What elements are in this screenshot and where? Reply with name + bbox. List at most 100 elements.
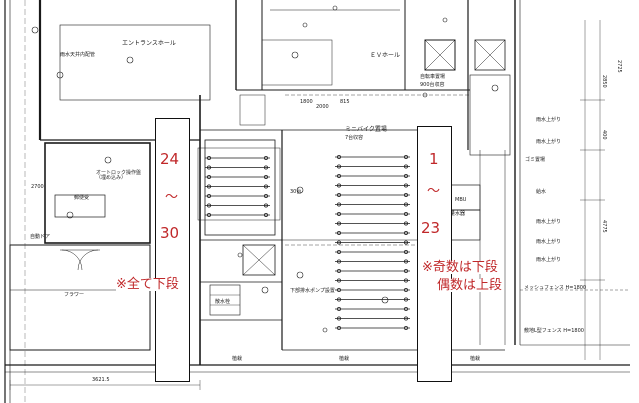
bike-rack-left-wheel [207, 184, 211, 189]
bike-rack-left-wheel [264, 194, 268, 198]
bike-rack-right-upper-wheel [404, 193, 408, 197]
bike-rack-right-lower-wheel [337, 269, 341, 273]
autodoor-label: 自動ドア [30, 234, 51, 240]
bike-rack-right-upper-wheel [337, 174, 341, 178]
bike-rack-right-upper-wheel [337, 231, 341, 235]
bike-rack-right-upper-wheel [404, 183, 408, 188]
bike-count-note-label: 900台収容 [420, 82, 445, 88]
dim-2850-label: 2850 [601, 75, 607, 88]
mbu-label: MBU [455, 197, 467, 203]
bike-rack-left-wheel [207, 156, 211, 160]
bike-rack-left-wheel [264, 156, 268, 160]
planting-mid-label: 植栽 [339, 356, 350, 362]
bike-rack-right-upper-wheel [337, 155, 341, 159]
bike-rack-right-lower-wheel [404, 326, 408, 330]
bike-parking-label: ミニバイク置場 [345, 126, 387, 133]
bike-rack-right-upper-wheel [337, 240, 341, 245]
callout-1: 1 [429, 150, 439, 168]
bike-rack-right-lower-wheel [337, 250, 341, 254]
bike-rack-right-lower-wheel [404, 316, 408, 321]
bike-rack-right-upper-wheel [404, 240, 408, 245]
hosuikan-label: 散水栓 [215, 299, 231, 305]
callout-box-1-23: 1 〜 23 [417, 126, 452, 382]
bike-header-label: 自転車置場 [420, 74, 446, 80]
note-even-upper: 偶数は上段 [437, 278, 503, 293]
bike-racks-count-label: 30台 [290, 189, 302, 195]
bike-rack-right-lower-wheel [337, 326, 341, 330]
bike-rack-right-lower-wheel [337, 288, 341, 292]
bike-rack-left-wheel [264, 184, 268, 189]
bike-rack-right-upper-wheel [337, 202, 341, 207]
dim-1800-label: 1800 [300, 99, 313, 105]
bike-rack-right-lower-wheel [404, 259, 408, 264]
bike-racks-right [335, 155, 410, 330]
bike-rack-right-lower-wheel [337, 307, 341, 311]
callout-30: 30 [160, 224, 180, 242]
right-note-3: 給水 [536, 189, 547, 195]
bike-rack-right-lower-wheel [337, 259, 341, 264]
right-note-5: 雨水上がり [536, 239, 562, 245]
bike-rack-left-wheel [264, 175, 268, 179]
bike-rack-right-lower-wheel [404, 250, 408, 254]
bike-rack-left-wheel [207, 165, 211, 170]
fence-note-label: 敷地L型フェンス H=1800 [524, 328, 584, 334]
bike-rack-right-upper-wheel [404, 202, 408, 207]
right-note-2: 雨水上がり [536, 139, 562, 145]
bike-rack-right-upper-wheel [404, 221, 408, 226]
callout-23: 23 [421, 219, 441, 237]
bike-rack-right-upper-wheel [337, 221, 341, 226]
bike-rack-right-lower-wheel [404, 307, 408, 311]
bike-rack-right-upper-wheel [404, 231, 408, 235]
planting-right-label: 植栽 [470, 356, 481, 362]
bike-rack-right-upper-wheel [404, 212, 408, 216]
bike-rack-right-upper-wheel [404, 164, 408, 169]
bike-rack-right-lower-wheel [337, 278, 341, 283]
bike-rack-right-upper-wheel [337, 164, 341, 169]
dim-815-label: 815 [340, 99, 350, 105]
note-odd-lower: ※奇数は下段 [422, 260, 498, 275]
bike-rack-right-upper-wheel [404, 174, 408, 178]
fence-label: メッシュフェンス H=1800 [524, 285, 587, 291]
callout-tilde-left: 〜 [165, 190, 179, 205]
planting-left-label: 植栽 [232, 356, 243, 362]
bike-rack-left-wheel [264, 213, 268, 217]
right-note-4: 雨水上がり [536, 219, 562, 225]
garbage-label: ゴミ置場 [525, 157, 546, 163]
autolock-label: オートロック操作盤 （埋め込み） [96, 170, 142, 181]
callout-box-24-30: 24 〜 30 [155, 118, 190, 382]
bike-racks-left [205, 156, 270, 217]
ev-hall-label: ＥＶホール [370, 52, 401, 59]
right-note-6: 雨水上がり [536, 257, 562, 263]
callout-tilde-right: 〜 [427, 184, 441, 199]
bike-rack-right-upper-wheel [337, 212, 341, 216]
entrance-hall-label: エントランスホール [122, 40, 176, 47]
water-pipe-label: 雨水天井内配管 [60, 52, 96, 58]
meter-label: 量水器 [450, 211, 466, 217]
bike-rack-left-wheel [207, 203, 211, 208]
dim-4775-label: 4775 [601, 220, 607, 233]
dim-bottom-label: 3621.5 [92, 377, 110, 383]
pump-room-label: 下部排水ポンプ設置 [290, 288, 335, 294]
bike-rack-left-wheel [264, 203, 268, 208]
dim-2700-label: 2700 [31, 184, 44, 190]
bike-rack-right-upper-wheel [404, 155, 408, 159]
bike-rack-left-wheel [207, 213, 211, 217]
callout-24: 24 [160, 150, 180, 168]
dim-400-label: 400 [601, 130, 607, 140]
bike-rack-right-lower-wheel [404, 269, 408, 273]
note-all-lower: ※全て下段 [116, 277, 179, 292]
mailbox-label: 郵便受 [74, 195, 90, 201]
bike-rack-left-wheel [207, 175, 211, 179]
bike-rack-right-upper-wheel [337, 183, 341, 188]
bike-rack-left-wheel [264, 165, 268, 170]
bike-rack-left-wheel [207, 194, 211, 198]
right-note-1: 雨水上がり [536, 117, 562, 123]
dim-2725-label: 2725 [616, 60, 622, 73]
bike-rack-right-upper-wheel [337, 193, 341, 197]
bike-rack-right-lower-wheel [404, 297, 408, 302]
flower-label: フラワー [64, 292, 85, 298]
bike-parking-count-label: 7台収容 [345, 135, 364, 141]
bike-rack-right-lower-wheel [337, 316, 341, 321]
